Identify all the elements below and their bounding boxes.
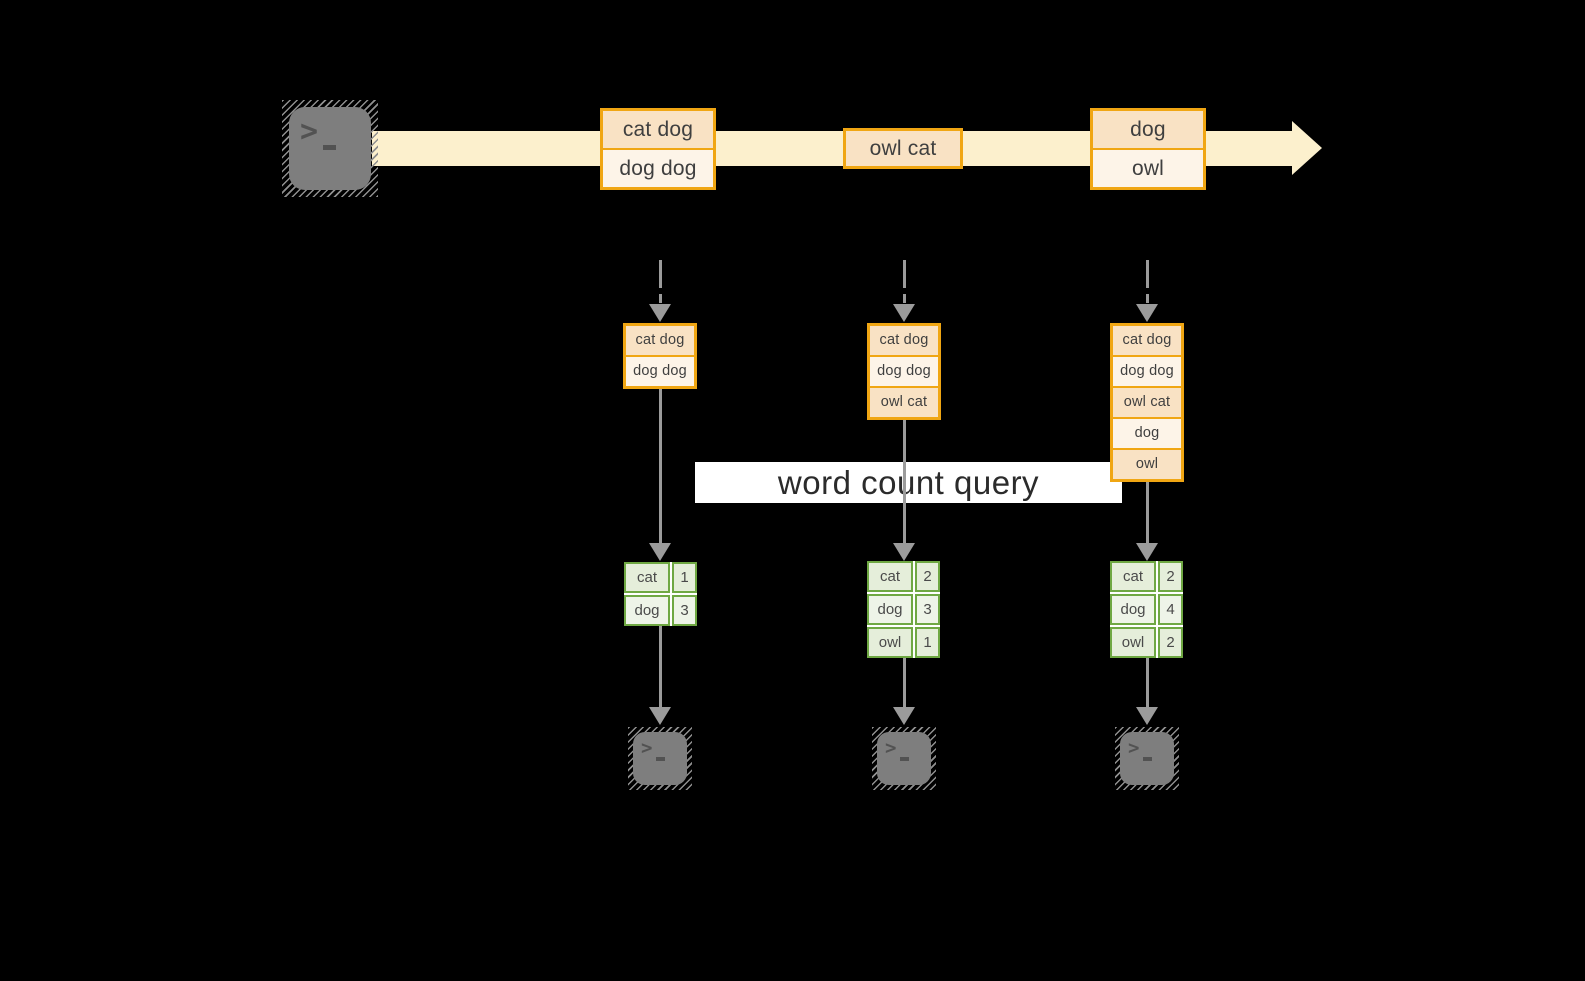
query-label-band: word count query <box>695 462 1122 503</box>
arrow-head <box>649 543 671 561</box>
prompt-underscore-icon <box>1143 757 1152 761</box>
count-value: 2 <box>1158 627 1183 658</box>
state-record: cat dog <box>626 326 694 355</box>
terminal-sink-icon-3: > <box>1115 727 1179 790</box>
arrow-head <box>1136 543 1158 561</box>
count-word: cat <box>1110 561 1156 592</box>
arrow-head <box>893 707 915 725</box>
state-record: dog dog <box>1113 357 1181 386</box>
arrow-head <box>893 304 915 322</box>
terminal-sink-icon-1: > <box>628 727 692 790</box>
prompt-chevron-icon: > <box>641 737 653 759</box>
state-record: dog <box>1113 419 1181 448</box>
count-word: cat <box>624 562 670 593</box>
arrow-shaft <box>902 294 906 303</box>
arrow-head <box>649 707 671 725</box>
count-value: 4 <box>1158 594 1183 625</box>
state-record: owl cat <box>870 388 938 417</box>
terminal-prompt-icon: > <box>289 107 371 190</box>
stream-record: dog <box>1093 111 1203 148</box>
count-value: 3 <box>672 595 697 626</box>
count-value: 2 <box>915 561 940 592</box>
terminal-source-icon: > <box>282 100 378 197</box>
count-value: 1 <box>672 562 697 593</box>
state-record: cat dog <box>870 326 938 355</box>
stream-record: dog dog <box>603 150 713 187</box>
arrow-shaft <box>658 260 662 288</box>
prompt-chevron-icon: > <box>1128 737 1140 759</box>
prompt-underscore-icon <box>900 757 909 761</box>
state-box-2: cat dog dog dog owl cat <box>867 323 941 420</box>
arrow-shaft <box>1145 655 1149 707</box>
count-word: owl <box>867 627 913 658</box>
count-word: dog <box>624 595 670 626</box>
prompt-chevron-icon: > <box>885 737 897 759</box>
arrow-shaft <box>658 386 662 543</box>
count-word: cat <box>867 561 913 592</box>
state-record: dog dog <box>626 357 694 386</box>
terminal-prompt-icon: > <box>1120 732 1174 785</box>
stream-record: owl cat <box>846 131 960 166</box>
arrow-head <box>1136 304 1158 322</box>
count-word: dog <box>1110 594 1156 625</box>
prompt-underscore-icon <box>323 145 336 150</box>
query-label: word count query <box>777 464 1040 501</box>
stream-batch-2: owl cat <box>843 128 963 169</box>
prompt-chevron-icon: > <box>300 114 319 149</box>
stream-batch-1: cat dog dog dog <box>600 108 716 190</box>
arrow-shaft <box>1145 294 1149 303</box>
count-table-1: cat 1 dog 3 <box>624 562 697 626</box>
state-box-3: cat dog dog dog owl cat dog owl <box>1110 323 1184 482</box>
arrow-shaft <box>902 260 906 288</box>
arrow-head <box>649 304 671 322</box>
stream-band-arrowhead-icon <box>1292 121 1322 175</box>
prompt-underscore-icon <box>656 757 665 761</box>
count-table-3: cat 2 dog 4 owl 2 <box>1110 561 1183 658</box>
count-table-2: cat 2 dog 3 owl 1 <box>867 561 940 658</box>
arrow-shaft <box>902 655 906 707</box>
count-value: 1 <box>915 627 940 658</box>
count-word: dog <box>867 594 913 625</box>
count-value: 2 <box>1158 561 1183 592</box>
stream-record: owl <box>1093 150 1203 187</box>
state-record: cat dog <box>1113 326 1181 355</box>
count-value: 3 <box>915 594 940 625</box>
state-box-1: cat dog dog dog <box>623 323 697 389</box>
state-record: dog dog <box>870 357 938 386</box>
stream-record: cat dog <box>603 111 713 148</box>
arrow-shaft <box>1145 260 1149 288</box>
arrow-shaft <box>658 294 662 303</box>
arrow-shaft <box>658 624 662 707</box>
terminal-prompt-icon: > <box>877 732 931 785</box>
stream-batch-3: dog owl <box>1090 108 1206 190</box>
terminal-sink-icon-2: > <box>872 727 936 790</box>
arrow-head <box>1136 707 1158 725</box>
count-word: owl <box>1110 627 1156 658</box>
arrow-head <box>893 543 915 561</box>
terminal-prompt-icon: > <box>633 732 687 785</box>
state-record: owl cat <box>1113 388 1181 417</box>
state-record: owl <box>1113 450 1181 479</box>
arrow-shaft <box>902 417 906 543</box>
arrow-shaft <box>1145 481 1149 543</box>
